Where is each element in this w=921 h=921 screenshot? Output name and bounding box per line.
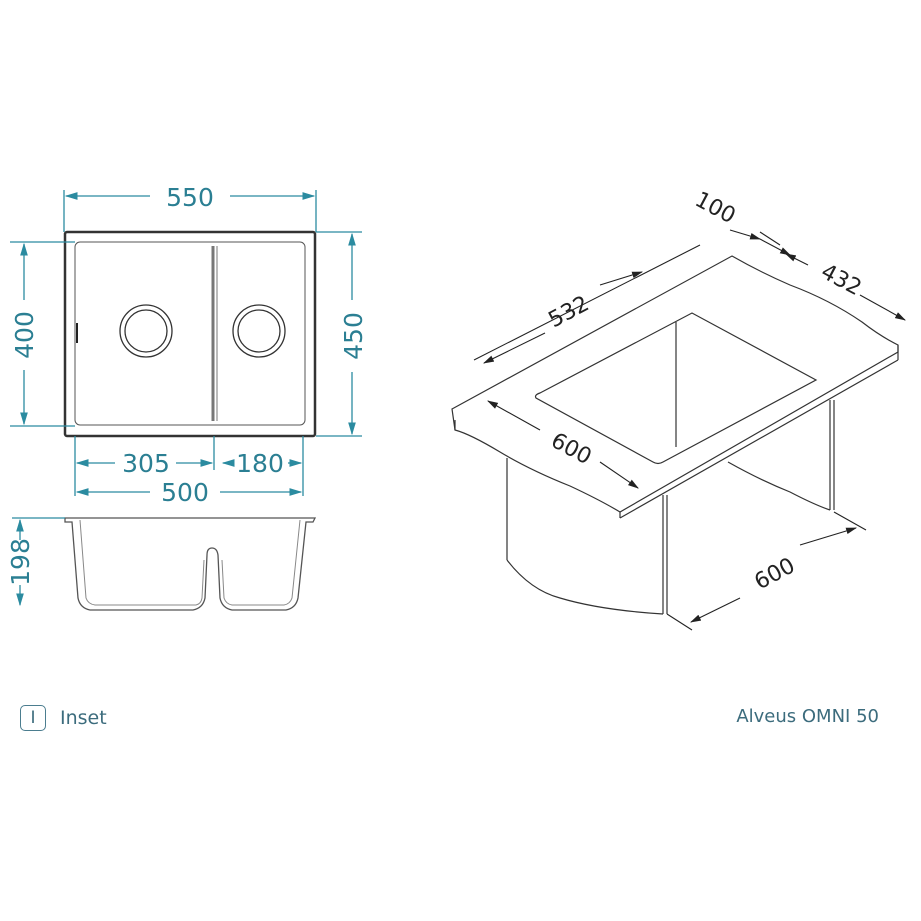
top-view: 550 400 450 305 180 500 (10, 183, 368, 507)
inset-icon: I (20, 705, 46, 731)
dim-overall-width: 550 (166, 183, 214, 212)
dim-front-offset: 100 (691, 187, 740, 229)
dim-small-bowl-width: 180 (236, 449, 284, 478)
isometric-dimensions (473, 229, 906, 631)
side-view: 198 (6, 517, 317, 611)
mounting-label: Inset (60, 707, 107, 729)
dim-main-bowl-width: 305 (122, 449, 170, 478)
dim-cutout-depth: 432 (817, 259, 866, 301)
dim-height: 198 (6, 538, 35, 586)
mounting-type: I Inset (20, 705, 107, 731)
dim-bowl-depth: 400 (10, 311, 39, 359)
product-name: Alveus OMNI 50 (736, 706, 879, 727)
dim-bowls-total-width: 500 (161, 478, 209, 507)
isometric-view (451, 255, 899, 615)
dim-cabinet-width: 600 (751, 553, 800, 595)
dim-cutout-width: 532 (545, 291, 594, 333)
dim-overall-depth: 450 (339, 312, 368, 360)
